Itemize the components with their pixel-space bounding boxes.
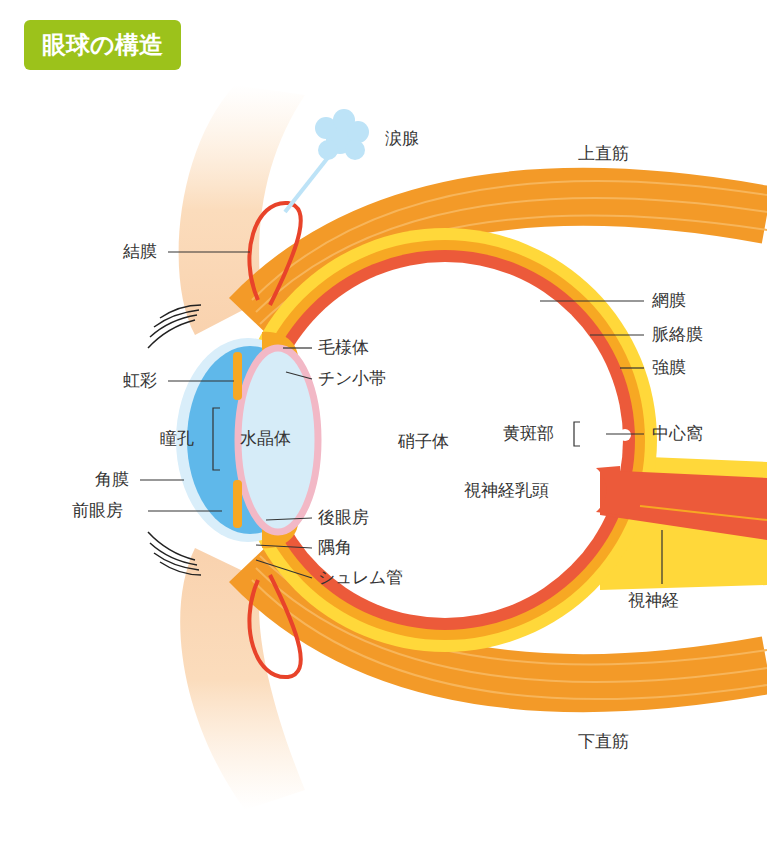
part-label: 下直筋 [578, 731, 629, 751]
part-label: チン小帯 [318, 368, 386, 388]
conjunctiva-lower [249, 575, 300, 677]
part-label: 視神経乳頭 [464, 480, 549, 500]
optic-disc [596, 466, 620, 515]
part-label: 強膜 [652, 357, 686, 377]
iris-lower [233, 480, 242, 528]
part-label: 結膜 [123, 241, 157, 261]
part-label: 水晶体 [240, 428, 291, 448]
part-label: 毛様体 [318, 337, 369, 357]
part-label: 脈絡膜 [652, 324, 703, 344]
fovea [619, 429, 631, 441]
part-label: 前眼房 [72, 500, 123, 520]
part-label: 網膜 [652, 290, 686, 310]
part-label: 涙腺 [385, 128, 419, 148]
optic-nerve [600, 470, 767, 540]
part-label: 中心窩 [652, 423, 703, 443]
pupil-bracket [213, 408, 220, 470]
part-label: 虹彩 [123, 370, 157, 390]
part-label: 硝子体 [398, 431, 449, 451]
part-label: 黄斑部 [503, 423, 554, 443]
part-label: 角膜 [95, 469, 129, 489]
title: 眼球の構造 [24, 20, 181, 70]
macula-bracket [574, 422, 580, 446]
part-label: 視神経 [628, 590, 679, 610]
part-label: 隅角 [318, 537, 352, 557]
conjunctiva-upper [249, 203, 300, 305]
sclera [233, 228, 657, 652]
optic-nerve-line [640, 506, 767, 520]
part-label: 上直筋 [578, 143, 629, 163]
eyelashes [148, 305, 201, 575]
leader-lines [140, 252, 662, 584]
lacrimal-gland [315, 109, 369, 160]
lens [238, 348, 318, 532]
iris-upper [233, 352, 242, 400]
part-label: シュレム管 [318, 567, 403, 587]
part-label: 後眼房 [318, 507, 369, 527]
part-label: 瞳孔 [160, 428, 194, 448]
lacrimal-duct [285, 155, 330, 212]
